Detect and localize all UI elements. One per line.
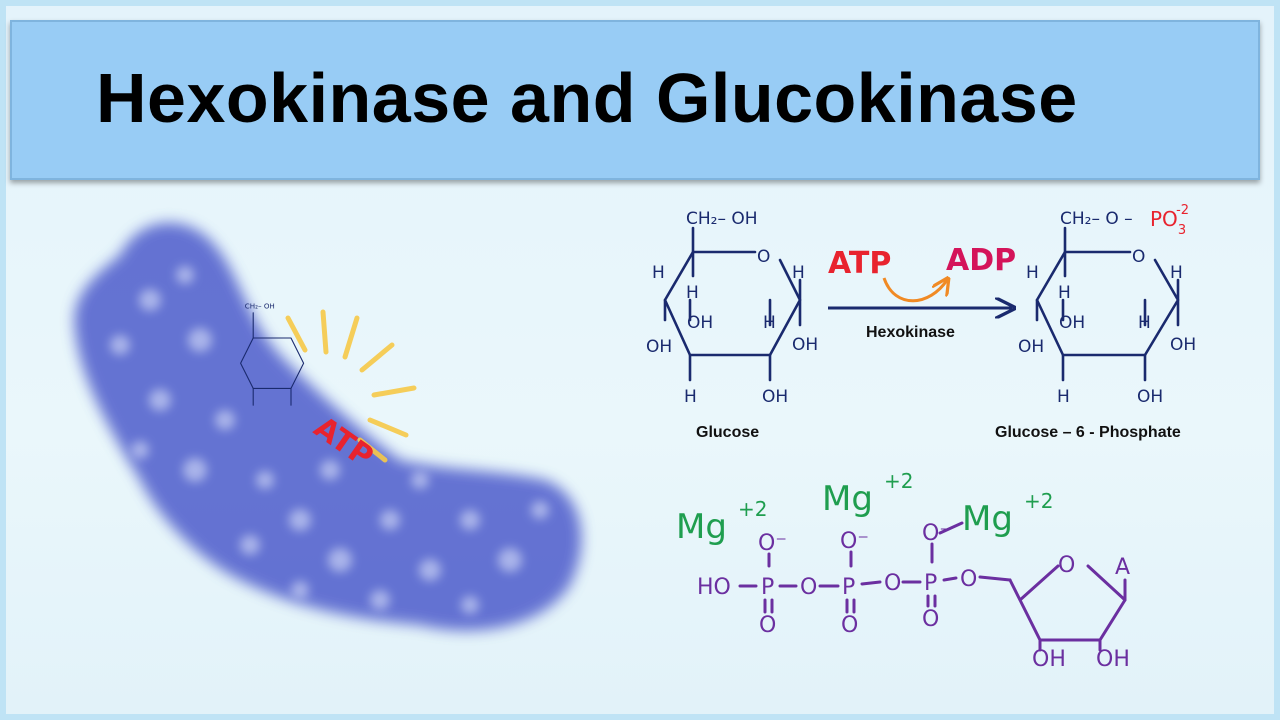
mg-charge-1: +2 bbox=[738, 497, 767, 521]
phosphate-p-alpha: P bbox=[924, 571, 937, 596]
title-banner bbox=[10, 20, 1260, 180]
atp-glow-rays bbox=[285, 309, 417, 463]
phosphate-p-gamma: P bbox=[761, 575, 774, 600]
glucose-oh-c4: OH bbox=[687, 313, 713, 333]
g6p-h-c5: H bbox=[1026, 263, 1039, 283]
double-bond-o-1: O bbox=[759, 613, 776, 638]
glucose-h-c3: H bbox=[684, 387, 697, 407]
mg-label-3: Mg bbox=[962, 499, 1013, 539]
g6p-oh-c3: OH bbox=[1018, 337, 1044, 357]
glucose-h-c5: H bbox=[652, 263, 665, 283]
g6p-h-c1: H bbox=[1170, 263, 1183, 283]
mg-charge-3: +2 bbox=[1024, 489, 1053, 513]
glucose-6-phosphate-molecule: CH₂– O – PO3-2 O H H H OH H OH OH H OH bbox=[1018, 203, 1196, 407]
bridging-o-2: O bbox=[884, 571, 901, 596]
glucose-h-c1: H bbox=[792, 263, 805, 283]
o-minus-3: O⁻ bbox=[922, 521, 951, 546]
glucose-oh-c2: OH bbox=[762, 387, 788, 407]
bound-ch2oh-label: CH₂– OH bbox=[245, 302, 275, 311]
bridging-o-3: O bbox=[960, 567, 977, 592]
glucose-ring-o: O bbox=[757, 247, 770, 267]
g6p-oh-c2: OH bbox=[1137, 387, 1163, 407]
ribose-oh-2: OH bbox=[1032, 647, 1066, 672]
ribose-oh-3: OH bbox=[1096, 647, 1130, 672]
hexokinase-enzyme-blob bbox=[74, 222, 582, 631]
glucose-oh-c3: OH bbox=[646, 337, 672, 357]
bound-glucose-molecule: CH₂– OH bbox=[240, 302, 305, 406]
glucose-label: Glucose bbox=[696, 424, 759, 441]
g6p-h-c2: H bbox=[1138, 313, 1151, 333]
g6p-h-c4: H bbox=[1058, 283, 1071, 303]
mg-charge-2: +2 bbox=[884, 469, 913, 493]
double-bond-o-3: O bbox=[922, 607, 939, 632]
o-minus-2: O⁻ bbox=[840, 529, 869, 554]
g6p-oh-c1: OH bbox=[1170, 335, 1196, 355]
ribose-ring-o: O bbox=[1058, 553, 1075, 578]
mg-label-2: Mg bbox=[822, 479, 873, 519]
page-title: Hexokinase and Glucokinase bbox=[96, 59, 1078, 137]
g6p-ch2-o: CH₂– O – bbox=[1060, 209, 1133, 229]
glucose-molecule: CH₂– OH O H H H OH H OH OH H OH bbox=[646, 209, 818, 407]
phosphate-p-beta: P bbox=[842, 575, 855, 600]
o-mg-bond bbox=[938, 521, 964, 535]
g6p-oh-c4: OH bbox=[1059, 313, 1085, 333]
adenine-label: A bbox=[1115, 555, 1130, 580]
atp-structure: Mg +2 Mg +2 Mg +2 O⁻ O⁻ O⁻ HO P O P O P … bbox=[676, 469, 1130, 672]
g6p-label: Glucose – 6 - Phosphate bbox=[995, 424, 1181, 441]
g6p-ring-o: O bbox=[1132, 247, 1145, 267]
glucose-h-c2: H bbox=[763, 313, 776, 333]
glucose-ch2oh: CH₂– OH bbox=[686, 209, 758, 229]
glucose-h-c4: H bbox=[686, 283, 699, 303]
o-minus-1: O⁻ bbox=[758, 531, 787, 556]
enzyme-name-label: Hexokinase bbox=[866, 324, 955, 341]
bridging-o-1: O bbox=[800, 575, 817, 600]
atp-to-adp-curved-arrow bbox=[882, 278, 947, 303]
g6p-phosphate: PO3-2 bbox=[1150, 203, 1189, 238]
ho-group: HO bbox=[697, 575, 731, 600]
reaction-atp-label: ATP bbox=[828, 246, 891, 281]
mg-label-1: Mg bbox=[676, 507, 727, 547]
double-bond-o-2: O bbox=[841, 613, 858, 638]
glucose-oh-c1: OH bbox=[792, 335, 818, 355]
reaction-adp-label: ADP bbox=[946, 243, 1016, 278]
g6p-h-c3: H bbox=[1057, 387, 1070, 407]
